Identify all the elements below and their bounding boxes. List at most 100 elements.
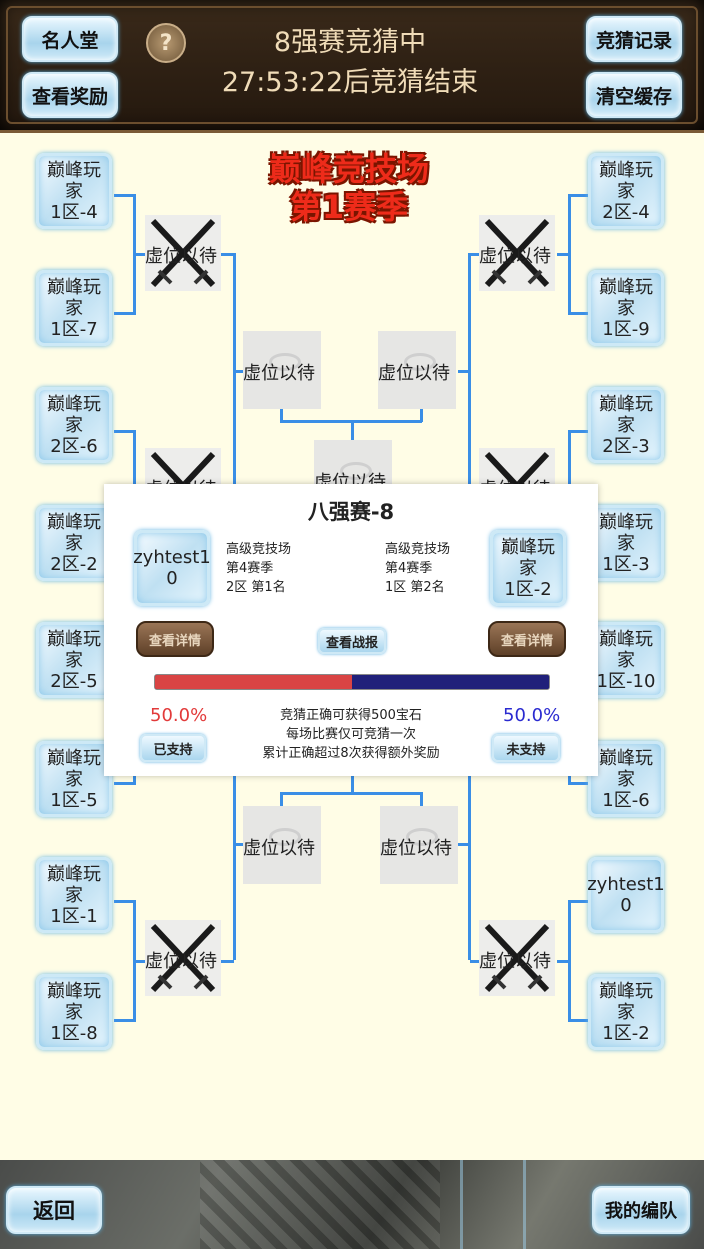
waiting-label: 虚位以待 (145, 246, 217, 267)
player-name: 巅峰玩家 (47, 628, 101, 671)
background-texture (200, 1160, 440, 1249)
back-button[interactable]: 返回 (6, 1186, 102, 1234)
player-server: 1区-4 (50, 201, 98, 223)
match-slot[interactable]: 虚位以待 (243, 806, 321, 884)
stage-status: 8强赛竞猜中 (273, 27, 427, 58)
ring-icon (404, 353, 436, 371)
player-name: 巅峰玩家 (47, 511, 101, 554)
player-server: 1区-9 (602, 318, 650, 340)
help-icon[interactable]: ? (146, 23, 186, 63)
player-server: 1区-3 (602, 553, 650, 575)
right-details-button[interactable]: 查看详情 (488, 621, 566, 657)
ring-icon (269, 828, 301, 846)
match-slot[interactable]: 虚位以待 (479, 215, 555, 291)
player-server: 1区-10 (596, 670, 656, 692)
view-rewards-button[interactable]: 查看奖励 (22, 72, 118, 118)
bracket-line (233, 370, 243, 373)
bracket-line (233, 843, 243, 846)
player-server: 1区-2 (602, 1022, 650, 1044)
match-slot[interactable]: 虚位以待 (380, 806, 458, 884)
modal-right-info: 高级竞技场 第4赛季 1区 第2名 (385, 540, 450, 597)
bracket-line (114, 430, 134, 433)
bracket-line (568, 782, 588, 785)
hall-of-fame-button[interactable]: 名人堂 (22, 16, 118, 62)
crossed-swords-icon (484, 923, 550, 993)
bracket-line (470, 253, 484, 256)
bracket-line (568, 900, 571, 1022)
battle-report-button[interactable]: 查看战报 (318, 628, 386, 654)
left-details-button[interactable]: 查看详情 (136, 621, 214, 657)
right-support-button[interactable]: 未支持 (492, 734, 560, 762)
left-rank: 2区 第1名 (226, 580, 286, 595)
bracket-line (114, 782, 134, 785)
left-support-percent: 50.0% (150, 705, 208, 726)
ring-icon (340, 462, 372, 480)
player-server: 2区-2 (50, 553, 98, 575)
player-name: 巅峰玩家 (47, 747, 101, 790)
left-support-button[interactable]: 已支持 (140, 734, 206, 762)
modal-left-player-server: 0 (166, 568, 178, 589)
bracket-line (557, 253, 569, 256)
player-server: 2区-4 (602, 201, 650, 223)
match-slot[interactable]: 虚位以待 (145, 215, 221, 291)
bracket-line (233, 253, 236, 493)
right-season: 第4赛季 (385, 561, 433, 576)
ring-icon (406, 828, 438, 846)
modal-left-player-name: zyhtest1 (133, 547, 211, 568)
match-slot[interactable]: 虚位以待 (243, 331, 321, 409)
left-arena: 高级竞技场 (226, 542, 292, 557)
player-name: 巅峰玩家 (599, 511, 653, 554)
modal-left-info: 高级竞技场 第4赛季 2区 第1名 (226, 540, 291, 597)
bracket-line (133, 959, 145, 963)
bracket-line (133, 253, 145, 256)
bet-rules: 竞猜正确可获得500宝石 每场比赛仅可竞猜一次 累计正确超过8次获得额外奖励 (234, 706, 468, 763)
player-server: 1区-8 (50, 1022, 98, 1044)
player-name: 巅峰玩家 (47, 276, 101, 319)
bracket-line (280, 792, 283, 806)
bottom-bar (0, 1160, 704, 1249)
player-server: 2区-6 (50, 435, 98, 457)
match-slot[interactable]: 虚位以待 (145, 920, 221, 996)
rule-line: 竞猜正确可获得500宝石 (280, 708, 422, 723)
bracket-line (351, 420, 354, 440)
match-slot[interactable]: 虚位以待 (378, 331, 456, 409)
crossed-swords-icon (150, 218, 216, 288)
bracket-line (458, 370, 470, 373)
bracket-line (568, 312, 588, 315)
bracket-line (114, 312, 134, 315)
rule-line: 累计正确超过8次获得额外奖励 (262, 746, 440, 761)
match-slot[interactable]: 虚位以待 (479, 920, 555, 996)
bet-records-button[interactable]: 竞猜记录 (586, 16, 682, 62)
player-server: 1区-1 (50, 905, 98, 927)
bracket-line (568, 900, 588, 903)
waiting-label: 虚位以待 (479, 951, 551, 972)
modal-right-player-name: 巅峰玩家 (501, 536, 555, 579)
season-title: 巅峰竞技场 第1赛季 (244, 150, 454, 226)
clear-cache-button[interactable]: 清空缓存 (586, 72, 682, 118)
bracket-line (568, 194, 588, 197)
countdown-text: 27:53:22后竞猜结束 (221, 67, 479, 98)
modal-right-player[interactable]: 巅峰玩家 1区-2 (490, 530, 566, 606)
modal-left-player[interactable]: zyhtest1 0 (133, 530, 211, 606)
my-team-button[interactable]: 我的编队 (592, 1186, 690, 1234)
bracket-line (568, 194, 571, 315)
support-ratio-bar (154, 674, 550, 690)
bracket-line (557, 959, 569, 963)
right-support-percent: 50.0% (503, 705, 561, 726)
